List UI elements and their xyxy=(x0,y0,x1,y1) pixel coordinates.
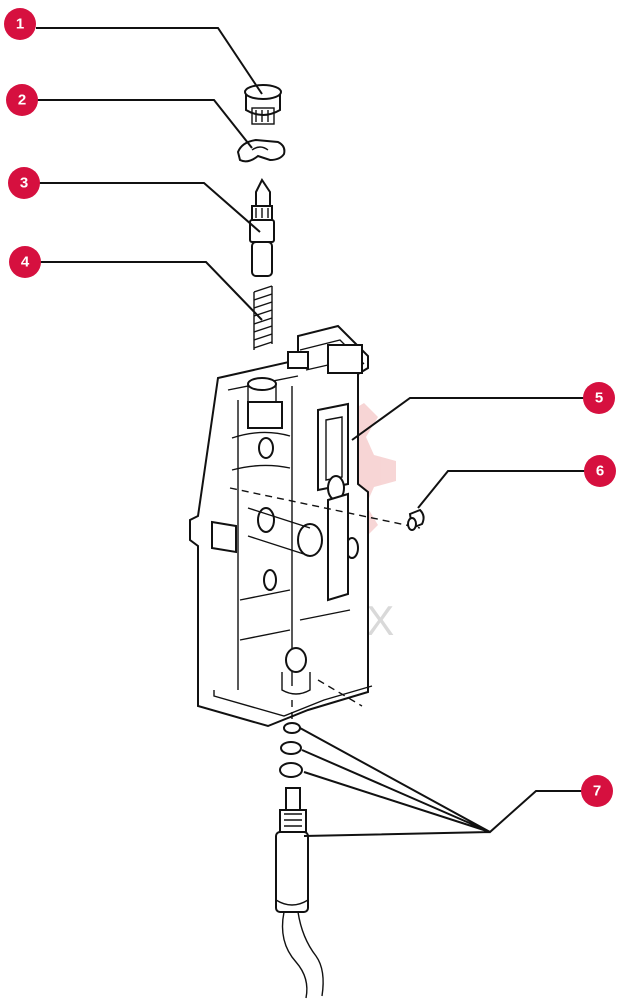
callout-4[interactable]: 4 xyxy=(9,246,41,278)
svg-text:2: 2 xyxy=(18,92,26,109)
part-cap xyxy=(244,84,282,125)
svg-text:1: 1 xyxy=(16,16,24,33)
leader-4 xyxy=(36,261,263,321)
leader-7 xyxy=(299,727,586,837)
part-retaining-clip xyxy=(236,138,286,163)
leader-5 xyxy=(351,397,586,441)
callout-1[interactable]: 1 xyxy=(4,8,36,40)
svg-text:5: 5 xyxy=(595,390,603,407)
callout-3[interactable]: 3 xyxy=(8,167,40,199)
leader-1 xyxy=(36,27,263,95)
leader-2 xyxy=(36,99,253,149)
part-o-rings xyxy=(279,722,303,778)
part-pin xyxy=(407,508,425,531)
part-sensor xyxy=(275,787,324,999)
leader-6 xyxy=(417,470,586,509)
callout-5[interactable]: 5 xyxy=(583,382,615,414)
leader-3 xyxy=(36,182,261,233)
callout-7[interactable]: 7 xyxy=(581,775,613,807)
part-valve-body xyxy=(189,324,373,728)
svg-text:4: 4 xyxy=(21,254,30,271)
svg-text:6: 6 xyxy=(596,463,604,480)
leader-lines xyxy=(36,27,586,837)
callout-2[interactable]: 2 xyxy=(6,84,38,116)
part-spring xyxy=(253,285,273,350)
assembly-line-pin xyxy=(229,487,421,529)
assembly-line-bottom xyxy=(317,679,363,707)
svg-text:7: 7 xyxy=(593,783,601,800)
part-valve xyxy=(249,178,275,277)
svg-text:3: 3 xyxy=(20,175,28,192)
callout-6[interactable]: 6 xyxy=(584,455,616,487)
